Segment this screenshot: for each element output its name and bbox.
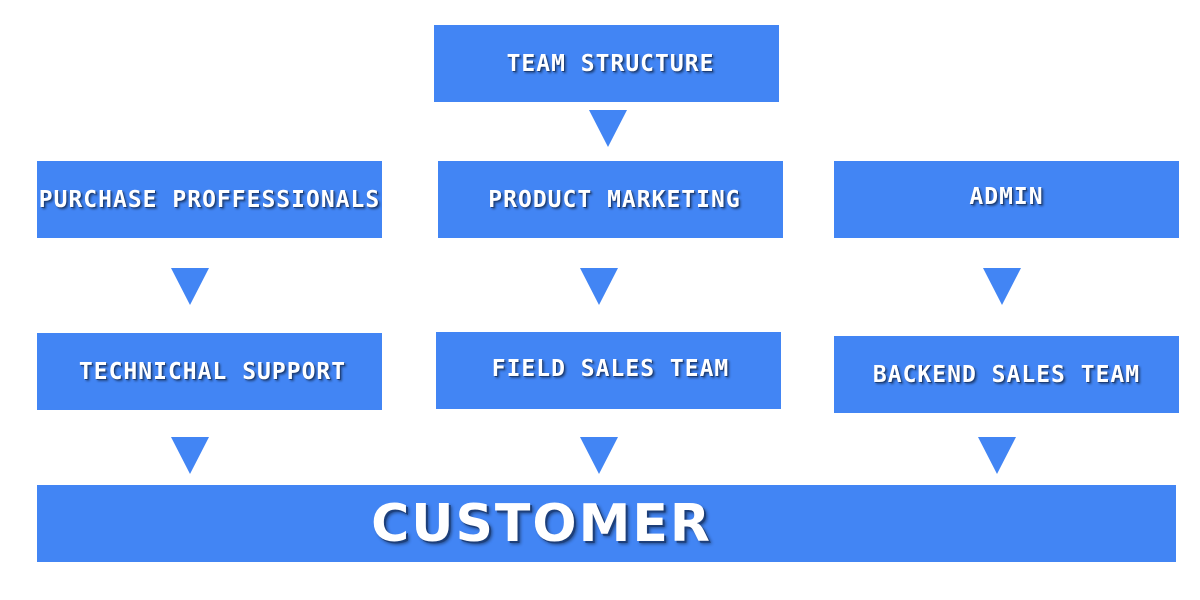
arrow-down-icon (580, 437, 618, 474)
arrow-down-icon (978, 437, 1016, 474)
node-customer: CUSTOMER (37, 485, 1176, 562)
node-label: FIELD SALES TEAM (491, 355, 730, 382)
arrow-down-icon (171, 437, 209, 474)
node-field-sales-team: FIELD SALES TEAM (436, 332, 781, 409)
arrow-down-icon (983, 268, 1021, 305)
node-backend-sales-team: BACKEND SALES TEAM (834, 336, 1179, 413)
node-label: TECHNICHAL SUPPORT (78, 358, 347, 385)
node-label: TEAM STRUCTURE (506, 50, 715, 77)
node-product-marketing: PRODUCT MARKETING (438, 161, 783, 238)
node-label: CUSTOMER (371, 493, 712, 554)
node-purchase-professionals: PURCHASE PROFFESSIONALS (37, 161, 382, 238)
node-label: PURCHASE PROFFESSIONALS (38, 186, 381, 213)
node-team-structure: TEAM STRUCTURE (434, 25, 779, 102)
node-admin: ADMIN (834, 161, 1179, 238)
node-label: BACKEND SALES TEAM (872, 361, 1141, 388)
node-technical-support: TECHNICHAL SUPPORT (37, 333, 382, 410)
arrow-down-icon (171, 268, 209, 305)
arrow-down-icon (589, 110, 627, 147)
node-label: ADMIN (969, 183, 1044, 210)
node-label: PRODUCT MARKETING (488, 186, 741, 213)
arrow-down-icon (580, 268, 618, 305)
